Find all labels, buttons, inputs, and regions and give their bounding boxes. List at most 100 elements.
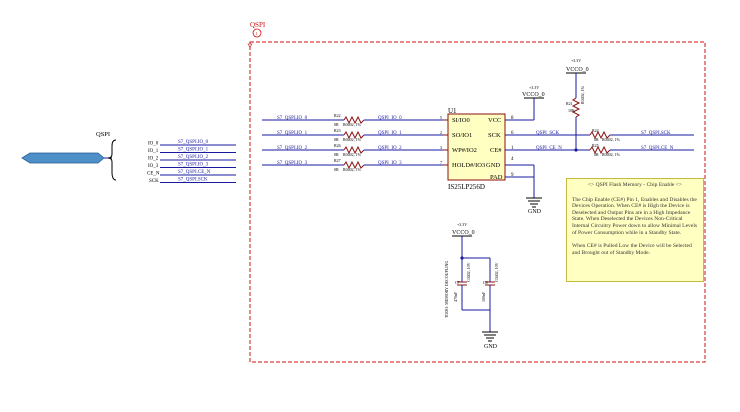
- bus-net-label: S7_QSPI.SCK: [178, 178, 208, 183]
- resistor-icon[interactable]: [343, 130, 365, 140]
- pin-name: PAD: [490, 174, 503, 181]
- pin-name: GND: [486, 162, 500, 169]
- pin-name: VCC: [488, 117, 501, 124]
- pin-name: WP#/IO2: [452, 147, 477, 154]
- gnd-icon: [526, 197, 542, 208]
- sheet-label: QSPI: [250, 21, 266, 29]
- ce-out-label: S7_QSPI.CE_N: [641, 146, 674, 151]
- resistor-icon[interactable]: [589, 130, 611, 140]
- data-net-0: S7_QSPI.IO_0 R22 0R R0402, 1% QSPI_IO_0: [262, 113, 443, 128]
- pin-name: SCK: [488, 132, 501, 139]
- cap-value: 470nF: [453, 291, 458, 302]
- resistor-icon[interactable]: [343, 115, 365, 125]
- pin-name: HOLD#/IO3: [452, 162, 485, 169]
- left-net-label: S7_QSPI.IO_1: [277, 131, 308, 136]
- resistor-icon[interactable]: [589, 145, 611, 155]
- vcc-label: VCCO_0: [452, 230, 475, 236]
- left-data-nets: S7_QSPI.IO_0 R22 0R R0402, 1% QSPI_IO_0 …: [262, 113, 443, 173]
- resistor-value: 0R: [594, 152, 599, 157]
- resistor-package: R0402, 1%: [602, 152, 621, 158]
- bus-net-name: IO_2: [148, 157, 159, 162]
- resistor-value: 0R: [334, 122, 339, 127]
- sck-mid-label: QSPI_SCK: [536, 131, 559, 136]
- pin-number: 6: [511, 131, 514, 136]
- pin-number: 5: [440, 115, 442, 120]
- gnd-icon: [482, 331, 498, 342]
- resistor-value: 0R: [334, 167, 339, 172]
- vcc-label: VCCO_0: [522, 92, 545, 98]
- junction-dot: [460, 256, 464, 260]
- bus-net-label: S7_QSPI.IO_2: [178, 155, 209, 160]
- vcc-voltage: +3.3V: [529, 85, 539, 90]
- chip-part: IS25LP256D: [448, 183, 485, 191]
- bus-row-0: IO_0 S7_QSPI.IO_0: [148, 140, 236, 147]
- pin-name: SO/IO1: [452, 132, 472, 139]
- sheet-marker-glyph: 1: [256, 31, 258, 36]
- sheet-marker-icon: [252, 28, 262, 38]
- resistor-icon[interactable]: [343, 160, 365, 170]
- ce-mid-label: QSPI_CE_N: [536, 146, 562, 151]
- resistor-ref: R25: [592, 143, 599, 148]
- bus-net-label: S7_QSPI.IO_3: [178, 163, 209, 168]
- pin-name: CE#: [490, 147, 502, 154]
- port-arrow-icon[interactable]: [21, 152, 105, 164]
- bus-net-label: S7_QSPI.IO_0: [178, 140, 209, 145]
- resistor-package: R0402, 1%: [343, 122, 362, 128]
- port-label: QSPI: [96, 131, 110, 138]
- mid-net-label: QSPI_IO_1: [378, 131, 402, 136]
- data-net-1: S7_QSPI.IO_1 R23 0R R0402, 1% QSPI_IO_1: [262, 128, 443, 143]
- resistor-package: R0402, 1%: [602, 137, 621, 143]
- resistor-ref: R21: [566, 101, 573, 106]
- bus-net-name: IO_3: [148, 164, 159, 169]
- resistor-ref: R22: [334, 113, 341, 118]
- note-paragraph-1: The Chip Enable (CE#) Pin 1, Enables and…: [572, 196, 698, 236]
- mid-net-label: QSPI_IO_0: [378, 116, 402, 121]
- resistor-package: R0402, 1%: [343, 152, 362, 158]
- bus-net-name: IO_1: [148, 149, 159, 154]
- left-net-label: S7_QSPI.IO_0: [277, 116, 308, 121]
- note-paragraph-2: When CE# is Pulled Low the Device will b…: [572, 243, 692, 256]
- cap-package: C0402, 10V: [494, 262, 500, 282]
- vcc-voltage: +3.3V: [457, 222, 467, 227]
- sck-out-label: S7_QSPI.SCK: [641, 131, 671, 136]
- pin-number: 4: [511, 157, 514, 162]
- gnd-label: GND: [484, 344, 498, 350]
- cap-value: 100nF: [481, 291, 486, 302]
- flash-chip-u1[interactable]: U1 IS25LP256D 5 2 3 7 SI/IO0 SO/IO1 WP#/…: [440, 107, 514, 191]
- left-net-label: S7_QSPI.IO_2: [277, 146, 308, 151]
- sheet-corner-icon: [247, 43, 253, 48]
- pin-number: 9: [511, 173, 514, 178]
- resistor-package: R0402, 1%: [580, 85, 586, 104]
- bus-net-name: IO_0: [148, 142, 159, 147]
- resistor-value: 10K: [568, 108, 575, 113]
- resistor-value: 0R: [594, 137, 599, 142]
- resistor-package: R0402, 1%: [343, 137, 362, 143]
- resistor-ref: R26: [334, 143, 341, 148]
- resistor-package: R0402, 1%: [343, 167, 362, 173]
- pin-number: 1: [511, 146, 514, 151]
- data-net-2: S7_QSPI.IO_2 R26 0R R0402, 1% QSPI_IO_2: [262, 143, 443, 158]
- resistor-ref: R24: [592, 128, 599, 133]
- bus-brace: [107, 139, 117, 181]
- resistor-icon[interactable]: [343, 145, 365, 155]
- note-title: <> QSPI Flash Memory - Chip Enable <>: [587, 182, 683, 188]
- pin-name: SI/IO0: [452, 117, 470, 124]
- pin-number: 8: [511, 116, 514, 121]
- sheet-border: [249, 41, 706, 363]
- bus-row-2: IO_2 S7_QSPI.IO_2: [148, 155, 236, 162]
- mid-net-label: QSPI_IO_3: [378, 161, 402, 166]
- cap-note: TODO: MEMORY DECOUPLING: [444, 261, 449, 318]
- data-net-3: S7_QSPI.IO_3 R27 0R R0402, 1% QSPI_IO_3: [262, 158, 443, 173]
- resistor-ref: R23: [334, 128, 341, 133]
- resistor-value: 0R: [334, 152, 339, 157]
- resistor-ref: R27: [334, 158, 341, 163]
- resistor-icon[interactable]: [571, 97, 581, 118]
- resistor-value: 0R: [334, 137, 339, 142]
- junction-dot: [574, 148, 578, 152]
- bus-net-name: CE_N: [147, 172, 160, 177]
